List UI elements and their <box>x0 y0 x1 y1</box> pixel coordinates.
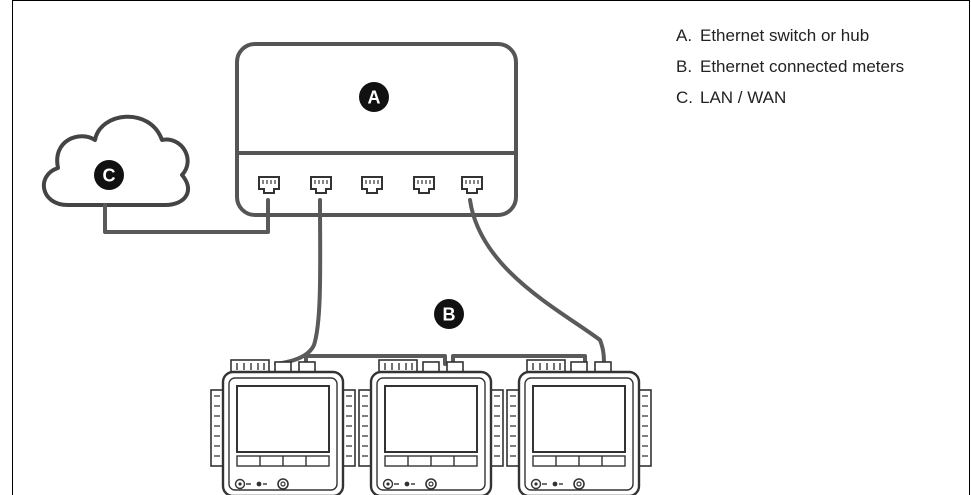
badge-a: A <box>359 82 389 112</box>
svg-text:B: B <box>443 305 456 325</box>
rj45-port-icon <box>461 176 483 194</box>
legend-key: B. <box>676 57 693 76</box>
legend-key: A. <box>676 26 693 45</box>
switch-ports <box>258 176 483 194</box>
power-meter-icon <box>357 358 505 495</box>
power-meter-icon <box>505 358 653 495</box>
legend-item-c: C. LAN / WAN <box>676 88 966 108</box>
cable-link-1-2 <box>304 354 447 366</box>
rj45-port-icon <box>413 176 435 194</box>
legend-item-a: A. Ethernet switch or hub <box>676 26 966 46</box>
badge-c: C <box>94 160 124 190</box>
ethernet-switch-icon <box>235 42 518 217</box>
cable-meter-1 <box>274 198 323 366</box>
cable-link-2-3 <box>451 354 587 366</box>
rj45-port-icon <box>361 176 383 194</box>
legend-text: Ethernet connected meters <box>700 57 905 76</box>
badge-b: B <box>434 299 464 329</box>
cloud-icon <box>41 114 190 207</box>
svg-text:A: A <box>368 88 381 108</box>
figure-frame <box>12 0 970 495</box>
power-meter-icon <box>210 359 356 495</box>
legend: A. Ethernet switch or hub B. Ethernet co… <box>676 26 966 119</box>
rj45-port-icon <box>310 176 332 194</box>
legend-key: C. <box>676 88 693 107</box>
cable-meter-3 <box>468 198 606 368</box>
legend-text: Ethernet switch or hub <box>700 26 870 45</box>
legend-text: LAN / WAN <box>700 88 787 107</box>
cable-cloud <box>103 198 270 234</box>
svg-text:C: C <box>103 166 116 186</box>
legend-item-b: B. Ethernet connected meters <box>676 57 966 77</box>
rj45-port-icon <box>258 176 280 194</box>
